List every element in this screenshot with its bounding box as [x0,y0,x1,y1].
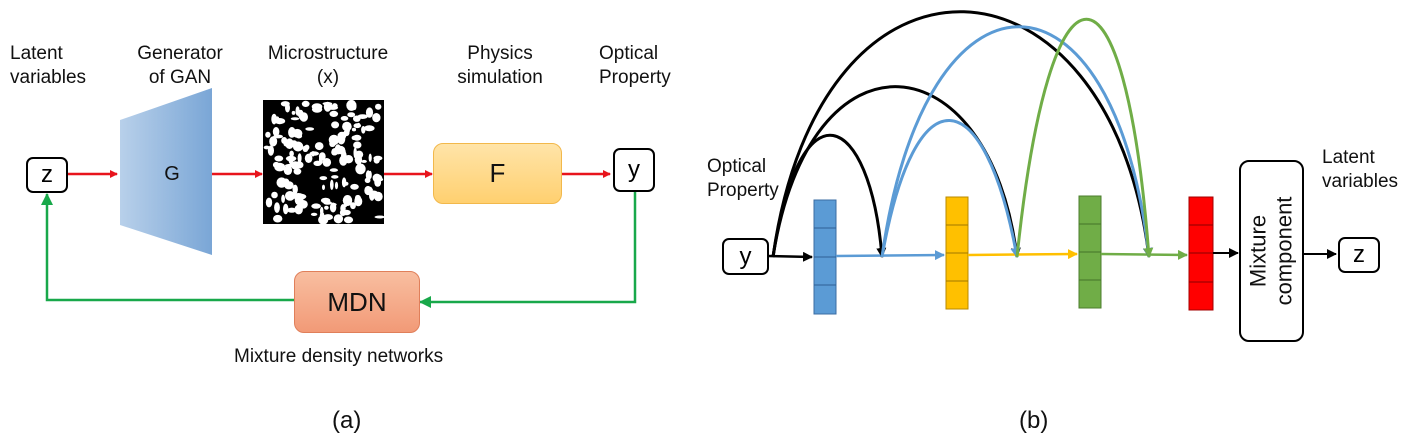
latent-header-line1: Latent [10,43,63,64]
microstructure-image [263,99,385,225]
optical-b-line2: Property [707,180,779,201]
node-y-a: y [613,148,655,192]
skip-arc-blue-large [880,25,1153,258]
physics-header-line1: Physics [467,43,533,64]
latent-variables-label-b: Latent variables [1322,146,1398,194]
generator-label: G [164,163,180,185]
arrow-y-to-mdn [419,192,637,308]
node-z-b: z [1338,237,1380,273]
skip-arc-green [1015,18,1154,258]
optical-header: Optical Property [599,42,671,90]
layer-column-2 [945,196,969,310]
node-z-b-label: z [1353,241,1365,268]
caption-b: (b) [1019,407,1049,434]
layer-column-1 [813,199,837,315]
optical-b-line1: Optical [707,156,767,177]
generator-header: Generator of GAN [125,42,235,90]
mdn-label: MDN [327,286,387,317]
mixture-component-text: Mixture component [1246,197,1298,306]
physics-header: Physics simulation [445,42,555,90]
latent-header-line2: variables [10,67,87,88]
node-y-b: y [722,238,769,275]
skip-arc-black-medium [771,85,1021,258]
f-label: F [489,158,506,188]
node-y-b-label: y [739,242,752,270]
node-z-a-label: z [41,161,53,188]
skip-arc-black-large [771,10,1153,258]
optical-header-line1: Optical [599,43,659,64]
latent-variables-header: Latent variables [10,42,86,90]
arrow-col2-to-col3 [967,249,1078,260]
micro-header-line1: Microstructure [267,43,389,64]
skip-arc-blue-small [880,119,1021,258]
generator-header-line2: of GAN [148,67,212,88]
latent-b-line1: Latent [1322,147,1375,168]
latent-b-line2: variables [1322,171,1399,192]
node-z-a: z [26,157,68,193]
arrow-col1-to-col2 [835,250,945,261]
layer-column-4 [1188,196,1214,311]
mixture-line1: Mixture [1245,214,1271,288]
generator-shape [120,88,212,255]
microstructure-header: Microstructure (x) [258,42,398,90]
generator-header-line1: Generator [137,43,223,64]
physics-header-line2: simulation [457,67,543,88]
physics-box-f: F [433,143,562,204]
mdn-caption: Mixture density networks [234,346,444,367]
mixture-line2: component [1271,196,1297,306]
optical-header-line2: Property [599,67,671,88]
arrow-y-to-col1 [767,251,813,262]
caption-a: (a) [332,407,362,434]
mixture-component-box: Mixture component [1239,160,1304,342]
micro-header-line2: (x) [316,67,340,88]
arrow-col3-to-col4 [1100,249,1188,260]
mdn-box: MDN [294,271,420,333]
arrow-mdn-to-z [41,193,294,302]
optical-property-label-b: Optical Property [707,155,779,203]
node-y-a-label: y [628,156,640,183]
layer-column-3 [1078,195,1102,309]
